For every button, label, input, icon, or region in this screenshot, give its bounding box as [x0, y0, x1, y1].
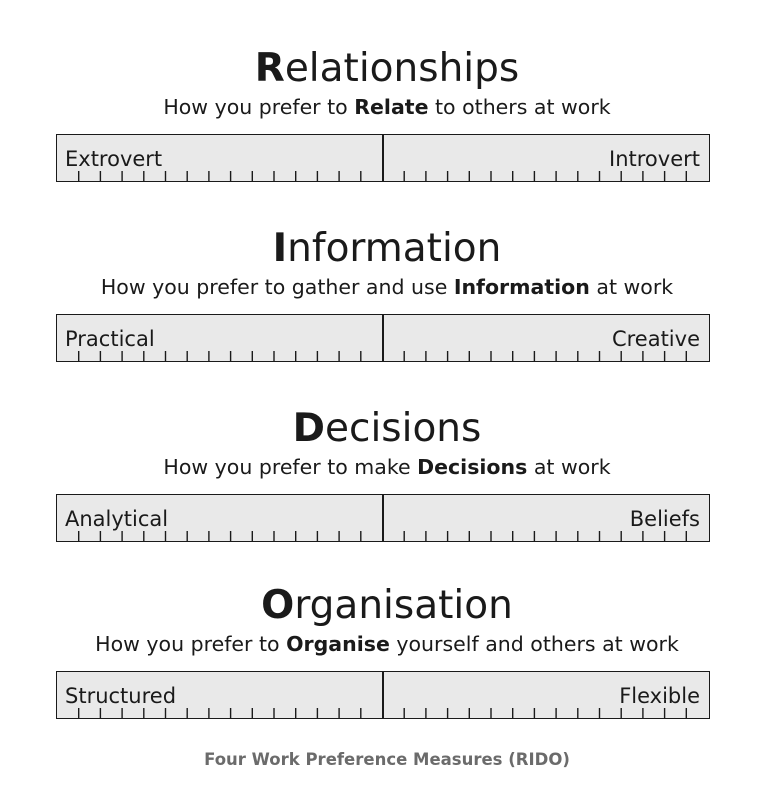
measure-title: Decisions — [0, 406, 774, 452]
title-rest: nformation — [287, 226, 502, 271]
title-rest: elationships — [284, 46, 520, 91]
scale-ticks — [78, 171, 687, 181]
measure-subtitle: How you prefer to Organise yourself and … — [0, 631, 774, 657]
measure-title: Relationships — [0, 46, 774, 92]
scale-midline — [382, 315, 384, 361]
measure-subtitle: How you prefer to make Decisions at work — [0, 454, 774, 480]
scale-ticks — [78, 708, 687, 718]
subtitle-bold: Organise — [286, 632, 390, 656]
scale-ticks — [78, 531, 687, 541]
scale-left-label: Analytical — [65, 507, 169, 531]
subtitle-before: How you prefer to gather and use — [100, 275, 454, 299]
scale-right-label: Beliefs — [629, 507, 700, 531]
scale-left-label: Practical — [65, 327, 155, 351]
scale-ticks — [78, 351, 687, 361]
title-rest: rganisation — [294, 583, 513, 628]
title-initial: O — [261, 583, 295, 628]
subtitle-before: How you prefer to make — [163, 455, 418, 479]
subtitle-bold: Decisions — [417, 455, 528, 479]
measure-subtitle: How you prefer to Relate to others at wo… — [0, 94, 774, 120]
measure-title: Organisation — [0, 583, 774, 629]
scale-right-label: Introvert — [609, 147, 700, 171]
scale-midline — [382, 135, 384, 181]
subtitle-after: at work — [527, 455, 611, 479]
title-initial: R — [254, 46, 285, 91]
scale-right-label: Creative — [611, 327, 700, 351]
subtitle-after: to others at work — [428, 95, 611, 119]
title-initial: D — [292, 406, 326, 451]
subtitle-before: How you prefer to — [163, 95, 355, 119]
subtitle-after: yourself and others at work — [389, 632, 679, 656]
measure-subtitle: How you prefer to gather and use Informa… — [0, 274, 774, 300]
scale-midline — [382, 495, 384, 541]
preference-scale: Structured Flexible — [56, 671, 710, 719]
subtitle-bold: Relate — [354, 95, 429, 119]
scale-left-label: Extrovert — [65, 147, 163, 171]
preference-scale: Extrovert Introvert — [56, 134, 710, 182]
measure-title: Information — [0, 226, 774, 272]
figure-caption: Four Work Preference Measures (RIDO) — [204, 750, 570, 769]
title-rest: ecisions — [325, 406, 482, 451]
scale-midline — [382, 672, 384, 718]
subtitle-before: How you prefer to — [95, 632, 287, 656]
preference-scale: Practical Creative — [56, 314, 710, 362]
subtitle-bold: Information — [453, 275, 590, 299]
title-initial: I — [272, 226, 288, 271]
subtitle-after: at work — [589, 275, 674, 299]
scale-right-label: Flexible — [619, 684, 700, 708]
scale-left-label: Structured — [65, 684, 177, 708]
preference-scale: Analytical Beliefs — [56, 494, 710, 542]
